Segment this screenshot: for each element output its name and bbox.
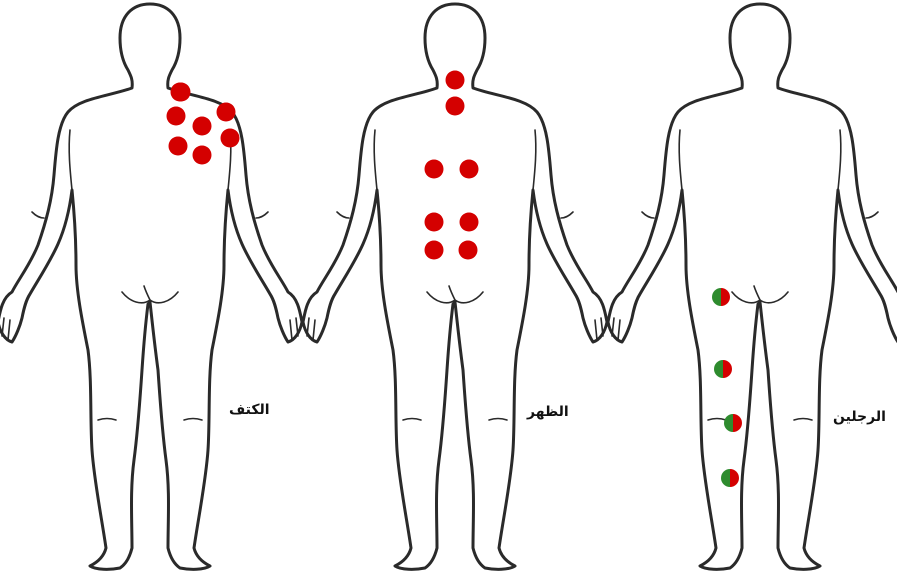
point-shoulder-2 (167, 107, 186, 126)
figure-legs-outline (608, 4, 897, 569)
label-legs: الرجلين (833, 409, 886, 425)
point-legs-4 (721, 469, 739, 487)
label-shoulder: الكتف (229, 402, 270, 418)
point-back-3 (425, 160, 444, 179)
point-legs-1 (712, 288, 730, 306)
point-back-6 (460, 213, 479, 232)
point-legs-3 (724, 414, 742, 432)
point-back-2 (446, 97, 465, 116)
point-shoulder-8 (171, 83, 190, 102)
point-back-8 (459, 241, 478, 260)
point-back-7 (425, 241, 444, 260)
figure-shoulder-outline (0, 4, 302, 569)
point-back-1 (446, 71, 465, 90)
point-back-5 (425, 213, 444, 232)
point-legs-2 (714, 360, 732, 378)
point-shoulder-5 (169, 137, 188, 156)
point-back-4 (460, 160, 479, 179)
point-shoulder-4 (217, 103, 236, 122)
point-shoulder-6 (193, 146, 212, 165)
point-shoulder-7 (221, 129, 240, 148)
label-back: الظهر (527, 404, 569, 420)
point-shoulder-3 (193, 117, 212, 136)
